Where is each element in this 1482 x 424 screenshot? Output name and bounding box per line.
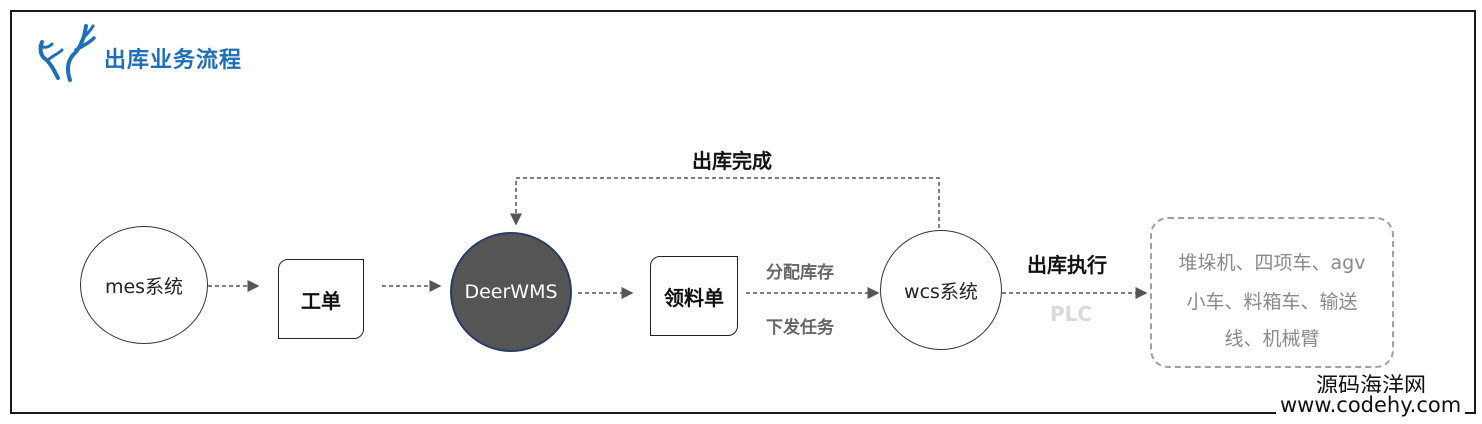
node-mes: mes系统 — [80, 226, 208, 344]
node-mes-label: mes系统 — [104, 275, 184, 298]
equipment-line-2: 小车、料箱车、输送 — [1186, 291, 1358, 313]
edge-label-allocate: 分配库存 — [766, 263, 834, 283]
edge-label-dispatch: 下发任务 — [766, 318, 834, 338]
watermark-url: www.codehy.com — [1276, 393, 1466, 417]
edge-label-complete: 出库完成 — [692, 149, 772, 173]
equipment-box — [1150, 217, 1394, 368]
node-wcs: wcs系统 — [880, 230, 1002, 350]
node-picking-list: 领料单 — [650, 256, 738, 336]
node-wms-label: DeerWMS — [464, 281, 558, 303]
equipment-line-1: 堆垛机、四项车、agv — [1178, 252, 1366, 274]
arrow-wcs-to-wms-complete — [510, 177, 940, 228]
deer-antler-icon — [36, 20, 98, 86]
node-work-order: 工单 — [278, 259, 364, 339]
node-wms: DeerWMS — [450, 232, 572, 352]
node-picking-list-label: 领料单 — [664, 285, 724, 310]
edge-label-execute: 出库执行 — [1027, 253, 1107, 277]
diagram-frame — [10, 10, 1476, 414]
node-wcs-label: wcs系统 — [904, 280, 978, 303]
page-title: 出库业务流程 — [104, 48, 243, 73]
node-work-order-label: 工单 — [301, 288, 341, 313]
equipment-line-3: 线、机械臂 — [1224, 328, 1320, 350]
edge-label-plc: PLC — [1050, 302, 1093, 326]
